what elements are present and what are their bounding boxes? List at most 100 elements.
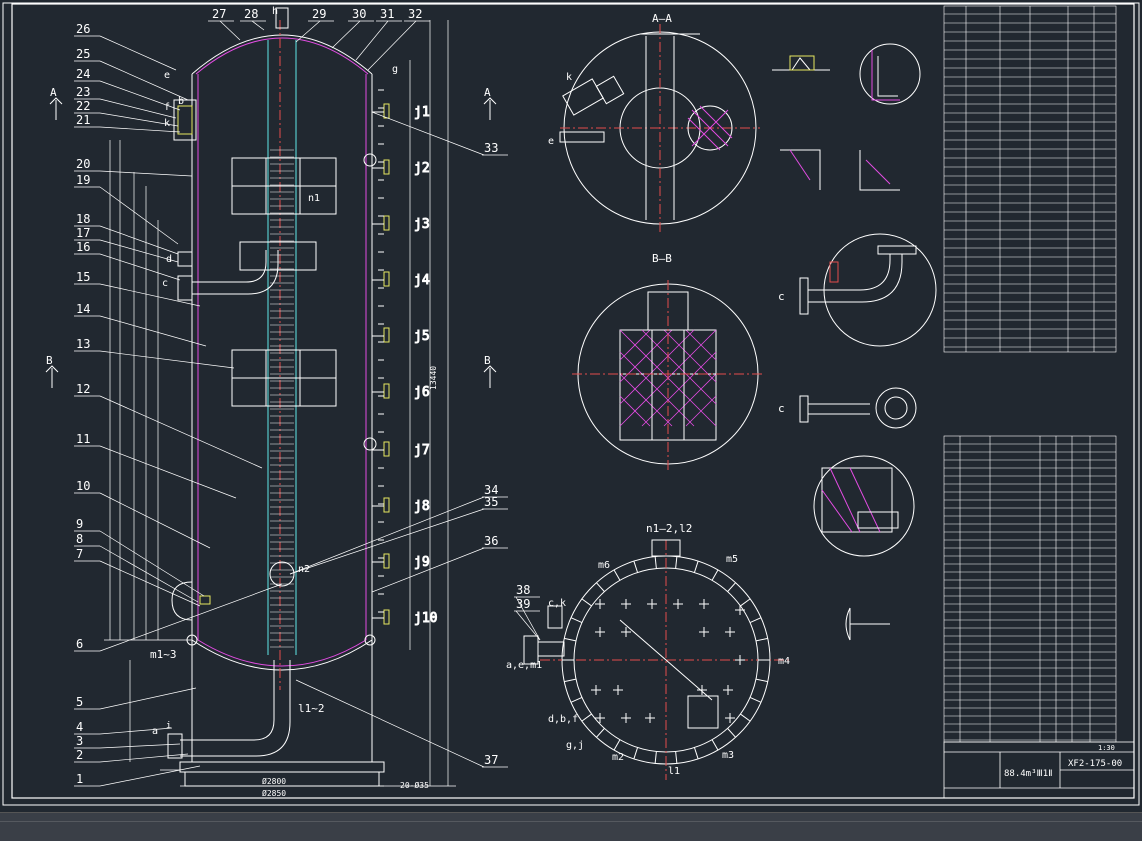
callout-leader: [99, 727, 173, 735]
callout-leader: [367, 20, 417, 71]
callout-29: 29: [312, 7, 326, 21]
j-nozzle-stub: [383, 383, 390, 399]
ring-segment: [581, 713, 592, 722]
callout-31: 31: [380, 7, 394, 21]
callout-leader: [515, 596, 541, 641]
callout-leader: [219, 20, 241, 41]
bb-title: B—B: [652, 252, 672, 265]
section-b-left: B: [46, 354, 53, 367]
callout-37: 37: [484, 753, 498, 767]
drawing-number: XF2-175-00: [1068, 759, 1122, 769]
j-label-j7: j7: [414, 443, 430, 458]
callout-leader: [99, 225, 179, 255]
callout-leader: [99, 186, 179, 245]
ring-segment: [711, 569, 719, 581]
callout-leader: [99, 492, 211, 549]
callout-12: 12: [76, 382, 90, 396]
j-label-j4: j4: [414, 273, 430, 288]
n12-label-aem: a,e,m1: [506, 660, 542, 671]
j-nozzle-stub: [383, 327, 390, 343]
label-k: k: [164, 118, 170, 129]
ring-segment: [596, 728, 605, 738]
vessel-elevation: [167, 7, 385, 787]
ring-segment: [613, 569, 621, 581]
ring-segment: [633, 747, 639, 760]
j-nozzle-stub: [383, 553, 390, 569]
callout-leader: [99, 545, 199, 603]
ring-segment: [755, 678, 768, 683]
callout-leader: [289, 496, 485, 575]
callout-2: 2: [76, 748, 83, 762]
label-c: c: [162, 278, 168, 289]
j-label-j8: j8: [414, 499, 430, 514]
callout-leader: [99, 315, 207, 347]
label-n1: n1: [308, 193, 320, 204]
weld-details: [772, 43, 937, 641]
callout-38: 38: [516, 583, 530, 597]
ring-segment: [749, 696, 762, 703]
aa-label-k: k: [566, 72, 572, 83]
detail-c-top: c: [778, 290, 785, 303]
j-label-j5: j5: [414, 329, 430, 344]
dim-2800: Ø2800: [262, 776, 286, 786]
callout-13: 13: [76, 337, 90, 351]
leader-lines: [74, 20, 541, 787]
callout-22: 22: [76, 99, 90, 113]
drawing-scale: 1:30: [1098, 744, 1115, 752]
callout-36: 36: [484, 534, 498, 548]
callout-23: 23: [76, 85, 90, 99]
callout-leader: [99, 112, 179, 127]
ring-segment: [654, 556, 657, 569]
label-n2: n2: [298, 564, 310, 575]
ring-segment: [740, 598, 751, 607]
label-e: e: [164, 70, 170, 81]
ring-segment: [727, 582, 736, 592]
label-g: g: [392, 64, 398, 75]
ring-segment: [749, 617, 762, 624]
n12-label-m4: m4: [778, 656, 790, 667]
label-f: f: [164, 102, 170, 113]
callout-9: 9: [76, 517, 83, 531]
dim-total-height: 13440: [429, 366, 438, 390]
callout-leader: [99, 743, 181, 749]
j-label-j3: j3: [414, 217, 430, 232]
ring-segment: [596, 582, 605, 592]
aa-title: A—A: [652, 12, 672, 25]
callout-leader: [99, 170, 193, 177]
design-data-table: [943, 5, 1117, 353]
callout-6: 6: [76, 637, 83, 651]
ring-segment: [755, 637, 768, 642]
callout-25: 25: [76, 47, 90, 61]
callout-leader: [99, 80, 181, 111]
callout-24: 24: [76, 67, 90, 81]
ring-segment: [740, 713, 751, 722]
n12-label-m5: m5: [726, 554, 738, 565]
j-label-j2: j2: [414, 161, 430, 176]
section-a-left: A: [50, 86, 57, 99]
callout-26: 26: [76, 22, 90, 36]
callout-leader: [251, 20, 265, 31]
section-a-right: A: [484, 86, 491, 99]
n12-label-dbf: d,b,f: [548, 714, 578, 725]
callout-leader: [99, 350, 235, 369]
callout-39: 39: [516, 597, 530, 611]
callout-20: 20: [76, 157, 90, 171]
callout-15: 15: [76, 270, 90, 284]
view-aa: [559, 24, 760, 232]
callout-18: 18: [76, 212, 90, 226]
callout-leader: [99, 126, 181, 133]
callout-11: 11: [76, 432, 90, 446]
callout-leader: [99, 765, 201, 787]
ring-segment: [675, 751, 678, 764]
callout-34: 34: [484, 483, 498, 497]
j-nozzle-stub: [383, 497, 390, 513]
label-l1-2: l1~2: [298, 702, 325, 715]
callout-leader: [99, 253, 181, 281]
n12-label-l1: l1: [668, 766, 680, 777]
ring-segment: [581, 598, 592, 607]
callout-28: 28: [244, 7, 258, 21]
